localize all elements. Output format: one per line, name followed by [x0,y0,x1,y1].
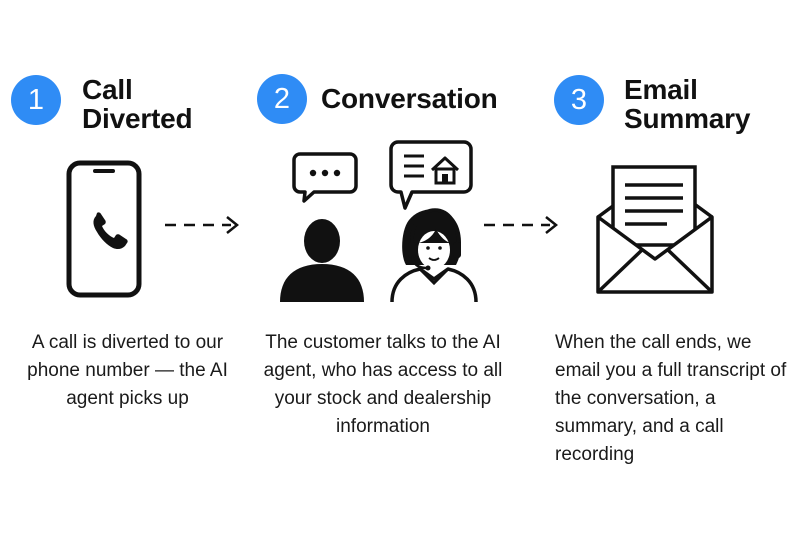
step-2-description: The customer talks to the AI agent, who … [263,332,503,437]
step-1-number-badge: 1 [11,75,61,125]
step-2-number-badge: 2 [257,74,307,124]
dashed-arrow-icon [163,215,243,235]
step-1-title: Call Diverted [82,74,193,134]
step-1-title-line2: Diverted [82,103,193,134]
envelope-letter-icon [595,165,715,295]
step-3-title-line1: Email [624,74,698,105]
step-3-number-badge: 3 [554,75,604,125]
step-3-title: Email Summary [624,75,750,133]
step-3-description: When the call ends, we email you a full … [555,332,787,465]
smartphone-phone-icon [66,160,142,298]
step-1-description: A call is diverted to our phone number —… [27,332,228,409]
step-2-title: Conversation [321,84,498,113]
step-2-title-line1: Conversation [321,83,498,114]
step-3-title-line2: Summary [624,103,751,134]
customer-and-headset-agent-icon [278,140,478,305]
step-1-title-line1: Call [82,74,133,105]
dashed-arrow-icon [482,215,562,235]
